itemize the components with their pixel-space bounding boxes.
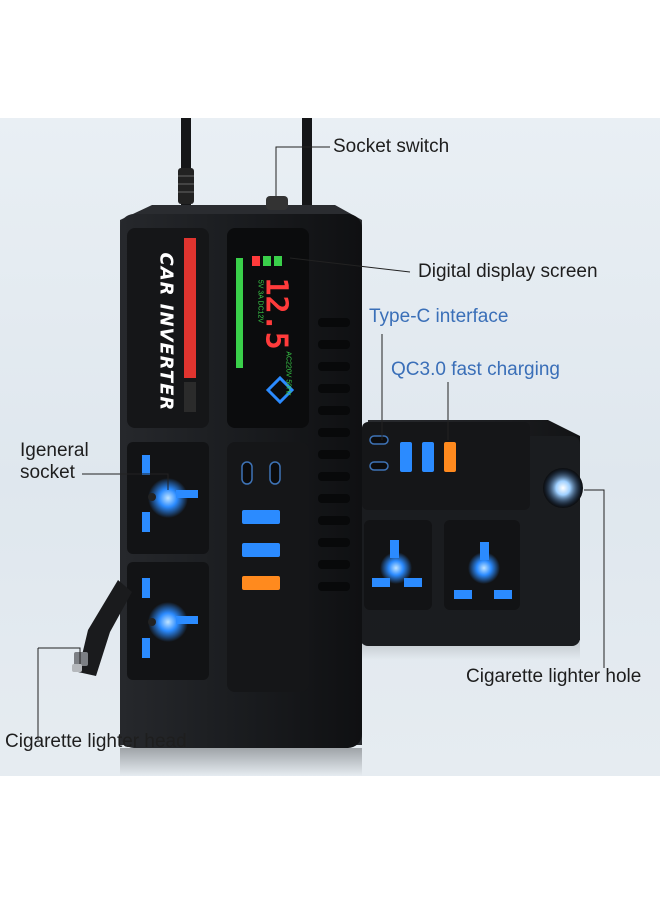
cigarette-lighter-head (72, 580, 132, 676)
usb-port (242, 510, 280, 524)
port-panel (227, 442, 309, 692)
rear-usb-port (422, 442, 434, 472)
rear-socket-glow (380, 552, 412, 584)
rear-inverter (360, 420, 583, 660)
brand-text: CAR INVERTER (155, 252, 177, 412)
label-general-socket-line1: Igeneral (20, 440, 89, 461)
label-lighter-hole: Cigarette lighter hole (466, 666, 642, 687)
type-c-port (269, 461, 281, 485)
label-lighter-head: Cigarette lighter head (5, 731, 187, 752)
main-inverter (120, 196, 362, 776)
rear-type-c-port (369, 461, 389, 471)
cigarette-lighter-hole (543, 468, 583, 508)
type-c-port (241, 461, 253, 485)
socket-switch (266, 196, 288, 210)
rear-socket-glow (468, 552, 500, 584)
usb-port (242, 543, 280, 557)
screen-line-left: 5V 3A DC12V (256, 279, 264, 324)
rear-usb-port (400, 442, 412, 472)
label-type-c: Type-C interface (369, 306, 509, 327)
brand-logo-icon (265, 375, 295, 405)
label-qc-fast-charging: QC3.0 fast charging (391, 359, 560, 380)
qc-usb-port (242, 576, 280, 590)
rear-type-c-port (369, 435, 389, 445)
label-socket-switch: Socket switch (333, 136, 450, 157)
screen-line-right: AC220V 50Hz (284, 351, 292, 396)
cable-strain-relief (178, 168, 194, 204)
label-digital-display: Digital display screen (418, 261, 598, 282)
rear-qc-port (444, 442, 456, 472)
label-general-socket-line2: socket (20, 462, 75, 483)
digital-display-screen (227, 228, 309, 428)
callout-lines (37, 146, 605, 740)
